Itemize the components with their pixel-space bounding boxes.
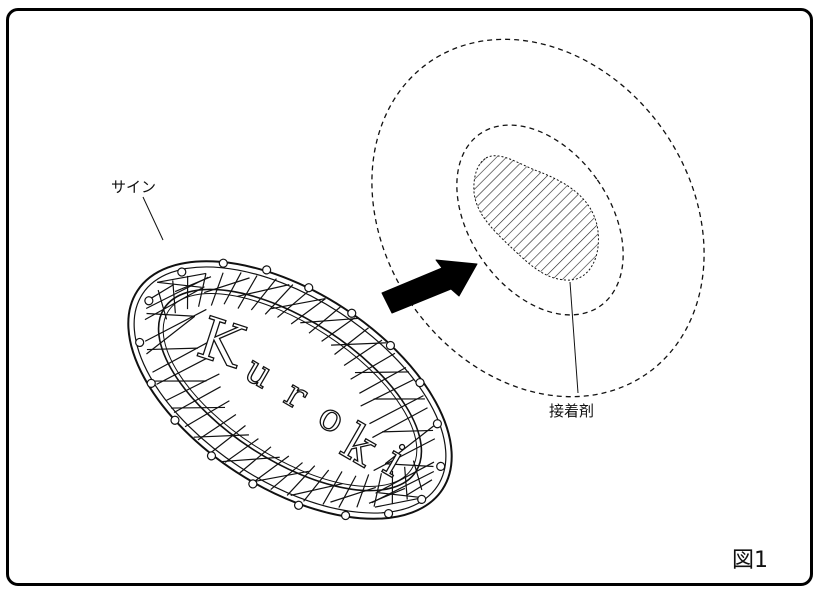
figure-number: 図1 xyxy=(732,548,768,573)
adhesive-leader-line xyxy=(569,281,579,394)
direction-arrow xyxy=(381,259,478,314)
sign-rim-edge xyxy=(133,266,447,514)
adhesive-label: 接着剤 xyxy=(549,402,595,420)
outer-dashed-outline xyxy=(371,38,705,398)
sign-label: サイン xyxy=(111,178,157,196)
wall-target xyxy=(371,38,705,398)
lattice-knots xyxy=(135,258,446,521)
adhesive-area xyxy=(473,155,599,281)
sign-leader-line xyxy=(142,196,164,241)
inner-dashed-outline xyxy=(456,124,624,316)
sign-inner-edge xyxy=(162,293,418,487)
woven-lattice xyxy=(144,272,436,508)
sign-plate xyxy=(127,258,453,521)
